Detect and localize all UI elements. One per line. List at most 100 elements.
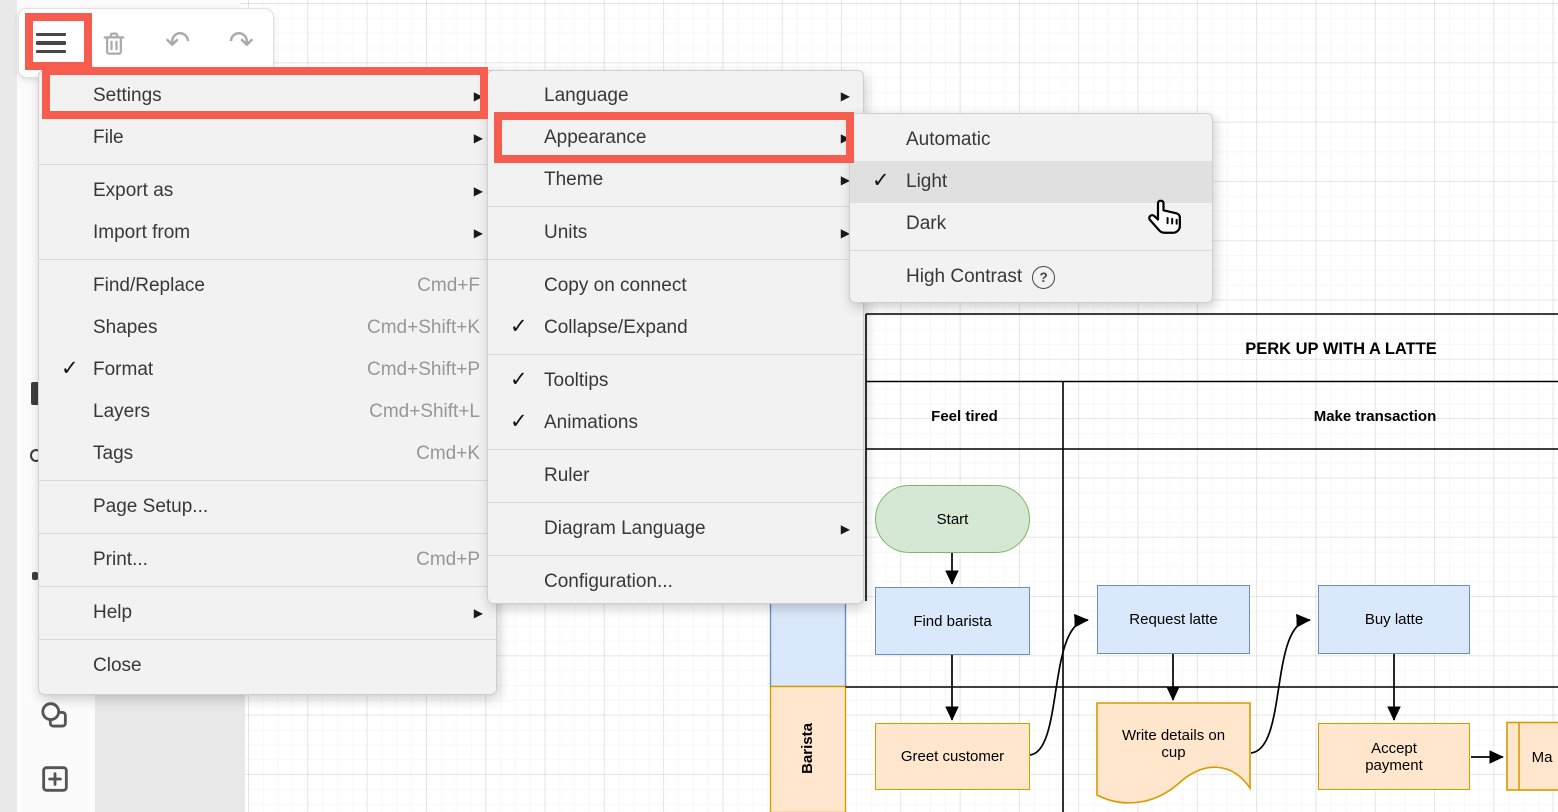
pool-frame xyxy=(845,313,1558,812)
menu-separator xyxy=(39,259,496,260)
appearance-submenu: Automatic ✓ Light Dark High Contrast ? xyxy=(849,113,1213,303)
clipped-rail-icon xyxy=(32,572,38,580)
menu-separator xyxy=(488,502,863,503)
hamburger-icon xyxy=(35,32,66,37)
shortcut-label: Cmd+P xyxy=(416,549,480,570)
trash-icon xyxy=(103,32,125,55)
check-icon: ✓ xyxy=(61,357,79,380)
subprocess-shape[interactable] xyxy=(1506,721,1558,791)
annotation-box-settings xyxy=(42,67,488,119)
annotation-box-appearance xyxy=(494,112,854,163)
shortcut-label: Cmd+K xyxy=(416,443,480,464)
hand-cursor xyxy=(1148,199,1181,234)
submenu-arrow-icon: ▶ xyxy=(473,131,483,145)
submenu-arrow-icon: ▶ xyxy=(473,226,483,240)
delete-button[interactable] xyxy=(92,21,136,65)
node-request-latte[interactable]: Request latte xyxy=(1097,585,1250,654)
shortcut-label: Cmd+Shift+L xyxy=(369,401,480,422)
menu-item-light[interactable]: ✓ Light xyxy=(850,161,1212,203)
phase-header-feel-tired: Feel tired xyxy=(931,407,998,425)
menu-separator xyxy=(39,586,496,587)
menu-item-collapse-expand[interactable]: ✓ Collapse/Expand xyxy=(510,315,688,338)
menu-item-help[interactable]: Help ▶ xyxy=(93,602,483,623)
menu-item-language[interactable]: Language ▶ xyxy=(544,85,850,106)
menu-separator xyxy=(488,449,863,450)
submenu-arrow-icon: ▶ xyxy=(473,184,483,198)
submenu-arrow-icon: ▶ xyxy=(840,226,850,240)
menu-item-dark[interactable]: Dark xyxy=(906,213,947,234)
menu-item-animations[interactable]: ✓ Animations xyxy=(510,410,638,433)
left-edge-strip xyxy=(0,0,17,812)
plus-square-icon xyxy=(42,766,68,792)
redo-icon: ↷ xyxy=(228,26,254,59)
menu-item-tags[interactable]: Tags Cmd+K xyxy=(93,443,480,464)
node-start[interactable]: Start xyxy=(875,485,1030,553)
menu-item-print[interactable]: Print... Cmd+P xyxy=(93,549,480,570)
help-icon: ? xyxy=(1032,265,1056,289)
lane-label-barista: Barista xyxy=(798,722,816,774)
shapes-icon xyxy=(41,702,67,728)
submenu-arrow-icon: ▶ xyxy=(840,522,850,536)
node-make-latte-truncated[interactable]: Ma xyxy=(1531,748,1553,766)
submenu-arrow-icon: ▶ xyxy=(840,173,850,187)
menu-item-units[interactable]: Units ▶ xyxy=(544,222,850,243)
menu-separator xyxy=(488,555,863,556)
phase-header-make-transaction: Make transaction xyxy=(1313,407,1437,425)
node-write-details-label[interactable]: Write details on cup xyxy=(1121,727,1226,761)
shortcut-label: Cmd+Shift+P xyxy=(367,359,480,380)
annotation-box-hamburger xyxy=(25,13,92,70)
menu-item-diagram-language[interactable]: Diagram Language ▶ xyxy=(544,518,850,539)
flow-arrows[interactable] xyxy=(945,553,1504,764)
submenu-arrow-icon: ▶ xyxy=(840,131,850,145)
node-buy-latte[interactable]: Buy latte xyxy=(1318,585,1470,654)
node-accept-payment[interactable]: Accept payment xyxy=(1318,723,1470,790)
shortcut-label: Cmd+Shift+K xyxy=(367,317,480,338)
menu-item-settings[interactable]: Settings ▶ xyxy=(93,85,483,106)
check-icon: ✓ xyxy=(510,315,528,338)
check-icon: ✓ xyxy=(510,368,528,391)
menu-item-format[interactable]: ✓ Format Cmd+Shift+P xyxy=(61,357,480,380)
check-icon: ✓ xyxy=(872,169,890,192)
undo-icon: ↶ xyxy=(165,26,191,59)
menu-item-page-setup[interactable]: Page Setup... xyxy=(93,496,209,517)
menu-item-layers[interactable]: Layers Cmd+Shift+L xyxy=(93,401,480,422)
document-shape[interactable] xyxy=(1096,702,1251,804)
menu-separator xyxy=(488,354,863,355)
menu-item-file[interactable]: File ▶ xyxy=(93,127,483,148)
menu-item-configuration[interactable]: Configuration... xyxy=(544,571,673,592)
menu-item-copy-on-connect[interactable]: Copy on connect xyxy=(544,275,687,296)
submenu-arrow-icon: ▶ xyxy=(840,89,850,103)
menu-separator xyxy=(39,164,496,165)
node-find-barista[interactable]: Find barista xyxy=(875,587,1030,655)
undo-button[interactable]: ↶ xyxy=(156,21,200,65)
shapes-picker-button[interactable] xyxy=(36,698,74,736)
node-greet-customer[interactable]: Greet customer xyxy=(875,723,1030,790)
menu-separator xyxy=(488,206,863,207)
pool-title: PERK UP WITH A LATTE xyxy=(1245,339,1437,358)
hamburger-menu-button[interactable] xyxy=(29,21,73,65)
menu-item-appearance[interactable]: Appearance ▶ xyxy=(544,127,850,148)
menu-item-shapes[interactable]: Shapes Cmd+Shift+K xyxy=(93,317,480,338)
menu-separator xyxy=(39,480,496,481)
shortcut-label: Cmd+F xyxy=(417,275,480,296)
clipped-rail-icon xyxy=(31,382,39,405)
redo-button[interactable]: ↷ xyxy=(219,21,263,65)
menu-item-high-contrast[interactable]: High Contrast ? xyxy=(850,256,1212,298)
submenu-arrow-icon: ▶ xyxy=(473,89,483,103)
submenu-arrow-icon: ▶ xyxy=(473,606,483,620)
menu-item-ruler[interactable]: Ruler xyxy=(544,465,590,486)
check-icon: ✓ xyxy=(510,410,528,433)
menu-separator xyxy=(488,259,863,260)
menu-item-find-replace[interactable]: Find/Replace Cmd+F xyxy=(93,275,480,296)
menu-item-tooltips[interactable]: ✓ Tooltips xyxy=(510,368,609,391)
menu-item-export-as[interactable]: Export as ▶ xyxy=(93,180,483,201)
insert-button[interactable] xyxy=(36,760,74,798)
menu-item-import-from[interactable]: Import from ▶ xyxy=(93,222,483,243)
menu-separator xyxy=(39,533,496,534)
menu-separator xyxy=(850,250,1212,251)
menu-item-theme[interactable]: Theme ▶ xyxy=(544,169,850,190)
menu-item-close[interactable]: Close xyxy=(93,655,142,676)
barista-lane-band[interactable] xyxy=(769,685,847,812)
menu-item-automatic[interactable]: Automatic xyxy=(906,129,991,150)
